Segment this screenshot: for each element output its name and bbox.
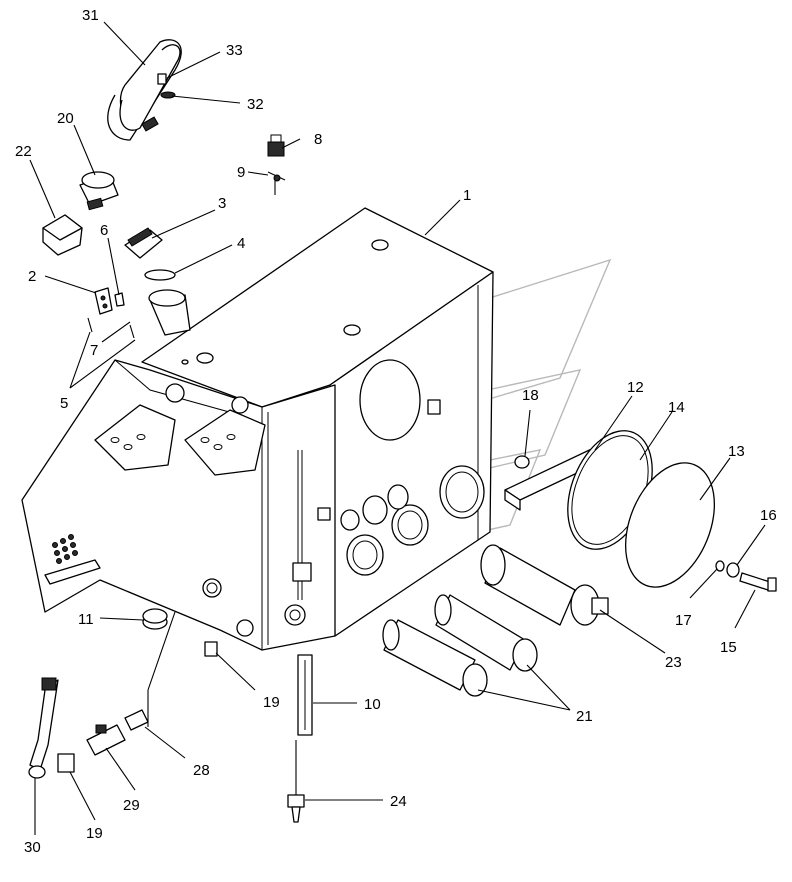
callout-29: 29 — [123, 797, 140, 814]
leader-lines — [29, 21, 766, 835]
callout-28: 28 — [193, 762, 210, 779]
lock-8 — [267, 134, 285, 157]
plug-6 — [114, 292, 125, 307]
gasket-4 — [144, 269, 176, 281]
callout-19-upper: 19 — [263, 694, 280, 711]
callout-19-lower: 19 — [86, 825, 103, 842]
callout-8: 8 — [314, 131, 322, 148]
callout-11: 11 — [78, 611, 94, 628]
callout-6: 6 — [100, 222, 108, 239]
callout-10: 10 — [364, 696, 381, 713]
hose-30 — [28, 677, 59, 779]
bolt-33 — [157, 73, 167, 85]
callout-7: 7 — [90, 342, 98, 359]
vent-holes — [52, 534, 78, 564]
sight-gauge-10 — [297, 654, 313, 736]
callout-30: 30 — [24, 839, 41, 856]
callout-32: 32 — [247, 96, 264, 113]
callout-24: 24 — [390, 793, 407, 810]
screws-5 — [87, 317, 135, 339]
fitting-19-upper — [204, 641, 218, 657]
handle-31 — [107, 39, 182, 141]
callout-12: 12 — [627, 379, 644, 396]
callout-labels: 31 33 32 8 9 20 22 3 6 4 2 7 5 1 18 12 1… — [15, 7, 777, 856]
callout-2: 2 — [28, 268, 36, 285]
washer-17 — [715, 560, 725, 572]
bracket-2 — [94, 287, 113, 315]
valve-29 — [86, 724, 126, 756]
cover-plate-13 — [624, 462, 716, 588]
bolt-15 — [739, 572, 777, 592]
block-22 — [42, 214, 83, 256]
fitting-19-lower — [57, 753, 75, 773]
filter-23 — [480, 544, 609, 626]
tank-body — [21, 207, 494, 651]
callout-20: 20 — [57, 110, 74, 127]
plate-holes — [110, 434, 236, 450]
callout-3: 3 — [218, 195, 226, 212]
plug-11 — [142, 608, 168, 630]
callout-1: 1 — [463, 187, 471, 204]
callout-33: 33 — [226, 42, 243, 59]
nipple-28 — [124, 709, 149, 731]
fitting-9 — [267, 171, 286, 195]
callout-22: 22 — [15, 143, 32, 160]
callout-4: 4 — [237, 235, 245, 252]
callout-31: 31 — [82, 7, 99, 24]
callout-5: 5 — [60, 395, 68, 412]
callout-23: 23 — [665, 654, 682, 671]
callout-17: 17 — [675, 612, 692, 629]
nut-18 — [514, 455, 530, 469]
cap-20 — [79, 171, 119, 211]
callout-14: 14 — [668, 399, 685, 416]
washer-32 — [160, 91, 176, 99]
filter-21a — [382, 619, 488, 697]
sensor-24 — [287, 740, 305, 823]
callout-15: 15 — [720, 639, 737, 656]
callout-18: 18 — [522, 387, 539, 404]
switch-3 — [124, 227, 163, 259]
callout-13: 13 — [728, 443, 745, 460]
callout-9: 9 — [237, 164, 245, 181]
callout-16: 16 — [760, 507, 777, 524]
filter-21b — [434, 594, 538, 672]
callout-21: 21 — [576, 708, 593, 725]
nut-16 — [726, 562, 740, 578]
